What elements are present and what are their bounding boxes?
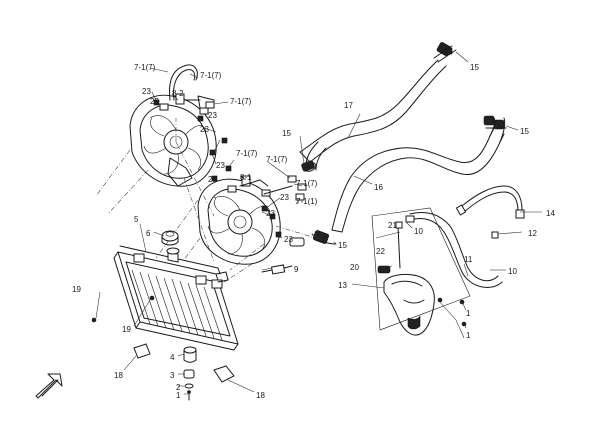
callout-14: 14 — [546, 209, 555, 218]
callout-9: 9 — [294, 265, 299, 274]
callout-8-2: 8-2 — [172, 89, 184, 98]
callout-23: 23 — [216, 161, 225, 170]
hose-clamp-15-bottom — [311, 230, 337, 245]
reservoir-fittings — [395, 215, 499, 327]
callout-23: 23 — [266, 209, 275, 218]
hose-clamp-15-top — [433, 42, 457, 63]
callout-15: 15 — [520, 127, 529, 136]
callout-23: 23 — [284, 235, 293, 244]
mounting-hardware — [91, 295, 235, 401]
callout-15: 15 — [282, 129, 291, 138]
fan-fasteners — [153, 99, 307, 247]
callout-7-1: 7-1(1) — [296, 197, 318, 206]
coolant-reservoir-13 — [371, 207, 471, 336]
leader-lines — [95, 51, 542, 395]
callout-18: 18 — [114, 371, 123, 380]
callout-11: 11 — [464, 255, 473, 264]
callout-7-1: 7-1(7) — [266, 155, 288, 164]
callout-23: 23 — [150, 97, 159, 106]
forward-arrow-icon — [35, 373, 63, 399]
callout-7-1: 7-1(7) — [236, 149, 258, 158]
hose-clamp-15-right — [483, 115, 507, 130]
callout-20: 20 — [350, 263, 359, 272]
callout-18: 18 — [256, 391, 265, 400]
callout-23: 23 — [142, 87, 151, 96]
callout-8-1: 8-1 — [240, 173, 252, 182]
callout-23: 23 — [208, 175, 217, 184]
radiator-5 — [113, 245, 239, 351]
callout-5: 5 — [134, 215, 139, 224]
callout-23: 23 — [280, 193, 289, 202]
callout-7-1: 7-1(7) — [230, 97, 252, 106]
callout-19: 19 — [72, 285, 81, 294]
callout-17: 17 — [344, 101, 353, 110]
radiator-cap-6 — [161, 230, 179, 246]
hose-clamp-15-mid — [301, 160, 315, 172]
callout-23: 23 — [208, 111, 217, 120]
callout-2: 2 — [176, 383, 181, 392]
callout-7-1: 7-1(7) — [134, 63, 156, 72]
callout-3: 3 — [170, 371, 175, 380]
callout-21: 21 — [388, 221, 397, 230]
callout-23: 23 — [200, 125, 209, 134]
callout-1: 1 — [466, 309, 471, 318]
callout-1: 1 — [466, 331, 471, 340]
callout-10: 10 — [508, 267, 517, 276]
callout-labels: 15 15 15 15 17 16 14 12 11 10 10 21 22 2… — [72, 63, 555, 400]
callout-15: 15 — [470, 63, 479, 72]
callout-7-1: 7-1(7) — [200, 71, 222, 80]
callout-19: 19 — [122, 325, 131, 334]
callout-1: 1 — [176, 391, 181, 400]
callout-22: 22 — [376, 247, 385, 256]
temp-sensor-9 — [261, 264, 293, 275]
assembly-centerlines — [95, 118, 323, 283]
callout-12: 12 — [528, 229, 537, 238]
callout-7-1: 7-1(7) — [296, 179, 318, 188]
callout-13: 13 — [338, 281, 347, 290]
callout-10: 10 — [414, 227, 423, 236]
callout-15: 15 — [338, 241, 347, 250]
cooling-fan-8-2 — [129, 93, 217, 187]
lower-hose-16 — [331, 117, 506, 233]
upper-hose-17 — [299, 59, 447, 172]
callout-16: 16 — [374, 183, 383, 192]
callout-4: 4 — [170, 353, 175, 362]
callout-6: 6 — [146, 229, 151, 238]
fan-wiring — [169, 64, 293, 195]
overflow-hose-11-14 — [409, 185, 525, 288]
